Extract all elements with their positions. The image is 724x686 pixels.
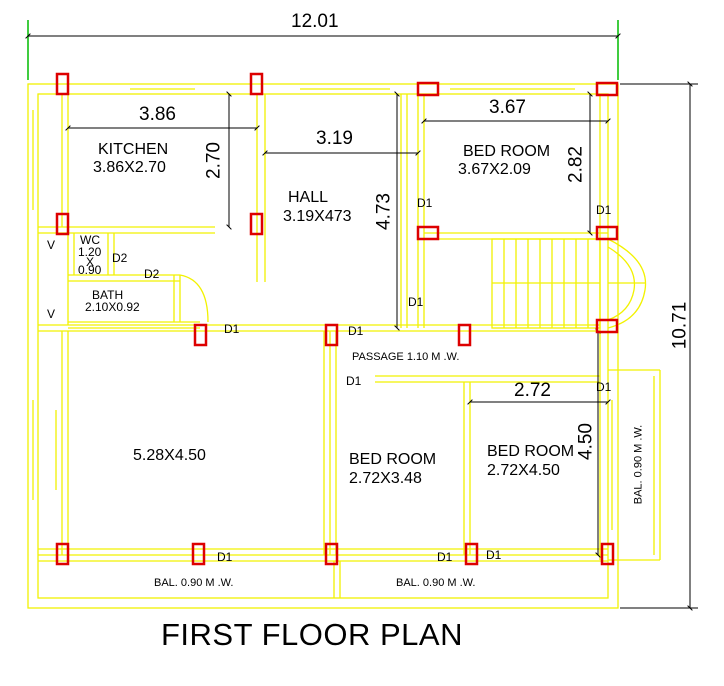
door-tag-d2: D2 [144,267,160,281]
walls [27,83,661,609]
column [193,323,208,347]
column [464,542,479,566]
wc-height: 0.90 [78,263,102,277]
window-tag-v: V [47,238,56,252]
column [457,323,472,347]
bed3-name: BED ROOM [487,443,575,460]
column [249,72,264,96]
column [55,72,70,96]
kitchen-name: KITCHEN [98,141,169,158]
outer-wall-outer-line [27,83,619,609]
dim-bed1-height: 2.82 [565,146,587,183]
hall-size: 3.19X473 [283,208,352,225]
living-size: 5.28X4.50 [133,447,206,464]
door-tag-d1: D1 [596,203,612,217]
kitchen-size: 3.86X2.70 [93,159,166,176]
door-tag-d1: D1 [486,548,502,562]
hall-name: HALL [288,189,329,206]
columns [55,72,619,566]
door-tag-d1: D1 [348,324,364,338]
bed3-size: 2.72X4.50 [487,462,560,479]
extent-markers [27,20,619,80]
bed2-name: BED ROOM [349,451,437,468]
wc-width: 1.20 [78,245,102,259]
column [55,542,70,566]
door-tag-d1: D1 [408,295,424,309]
wc-name: WC [80,233,100,247]
dim-overall-width: 12.01 [291,11,339,32]
column [249,212,264,236]
column [191,542,206,566]
dim-hall-height: 4.73 [373,193,395,230]
bed1-name: BED ROOM [463,143,551,160]
door-tag-d1: D1 [346,374,362,388]
dim-overall-height: 10.71 [669,301,691,350]
door-tag-d1: D1 [224,322,240,336]
balcony-right: BAL. 0.90 M .W. [632,424,645,505]
dim-bed3-width: 2.72 [514,380,551,401]
dim-kitchen-height: 2.70 [203,142,225,179]
column [416,81,440,97]
column [324,323,339,347]
column [324,542,339,566]
dim-bed1-width: 3.67 [489,97,526,118]
window-tag-v: V [47,307,56,321]
dim-hall-width: 3.19 [316,128,353,149]
door-tag-d2: D2 [112,251,128,265]
door-tag-d1: D1 [417,196,433,210]
wc-x: X [86,255,95,269]
passage-label: PASSAGE 1.10 M .W. [352,351,460,363]
dim-kitchen-width: 3.86 [139,104,176,125]
plan-title: FIRST FLOOR PLAN [161,617,463,652]
bath-name: BATH [92,288,124,302]
bed1-size: 3.67X2.09 [458,161,531,178]
column [416,225,440,241]
column [600,542,615,566]
column [595,318,619,334]
column [595,81,619,97]
balcony-bottom-right: BAL. 0.90 M .W. [396,577,476,589]
bath-size: 2.10X0.92 [85,300,140,314]
door-tag-d1: D1 [217,550,233,564]
column [55,212,70,236]
dim-bed3-height: 4.50 [575,423,597,460]
dimension-lines [25,33,698,611]
balcony-bottom-left: BAL. 0.90 M .W. [154,577,234,589]
column [595,225,619,241]
door-tag-d1: D1 [437,550,453,564]
bed2-size: 2.72X3.48 [349,470,422,487]
door-tag-d1: D1 [596,380,612,394]
outer-wall-inner-line [37,93,609,599]
